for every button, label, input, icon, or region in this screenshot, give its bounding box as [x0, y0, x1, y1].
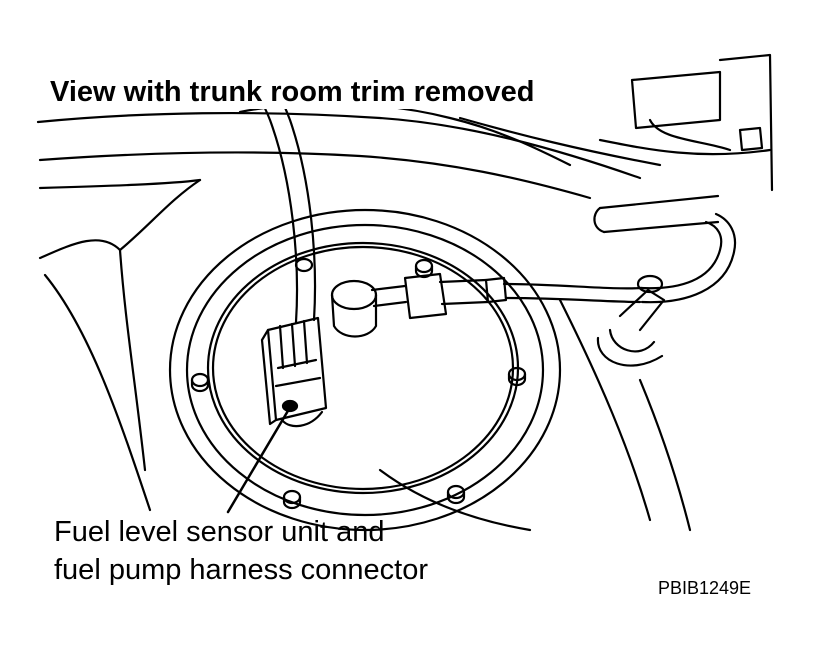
fuel-pump-flange [168, 208, 562, 532]
vent-fitting [596, 274, 666, 367]
trunk-floor-contours [36, 102, 692, 532]
harness-wire [248, 83, 317, 324]
callout-line-1: Fuel level sensor unit and [54, 516, 385, 548]
flange-bolts [190, 257, 527, 510]
body-harness [598, 53, 774, 192]
callout-leader-line [226, 402, 294, 514]
callout-label: Fuel level sensor unit and fuel pump har… [54, 513, 428, 589]
harness-connector [260, 316, 328, 428]
fuel-tube [330, 194, 737, 338]
figure-title: View with trunk room trim removed [48, 76, 541, 109]
callout-line-2: fuel pump harness connector [54, 554, 428, 586]
figure-code: PBIB1249E [658, 578, 752, 598]
